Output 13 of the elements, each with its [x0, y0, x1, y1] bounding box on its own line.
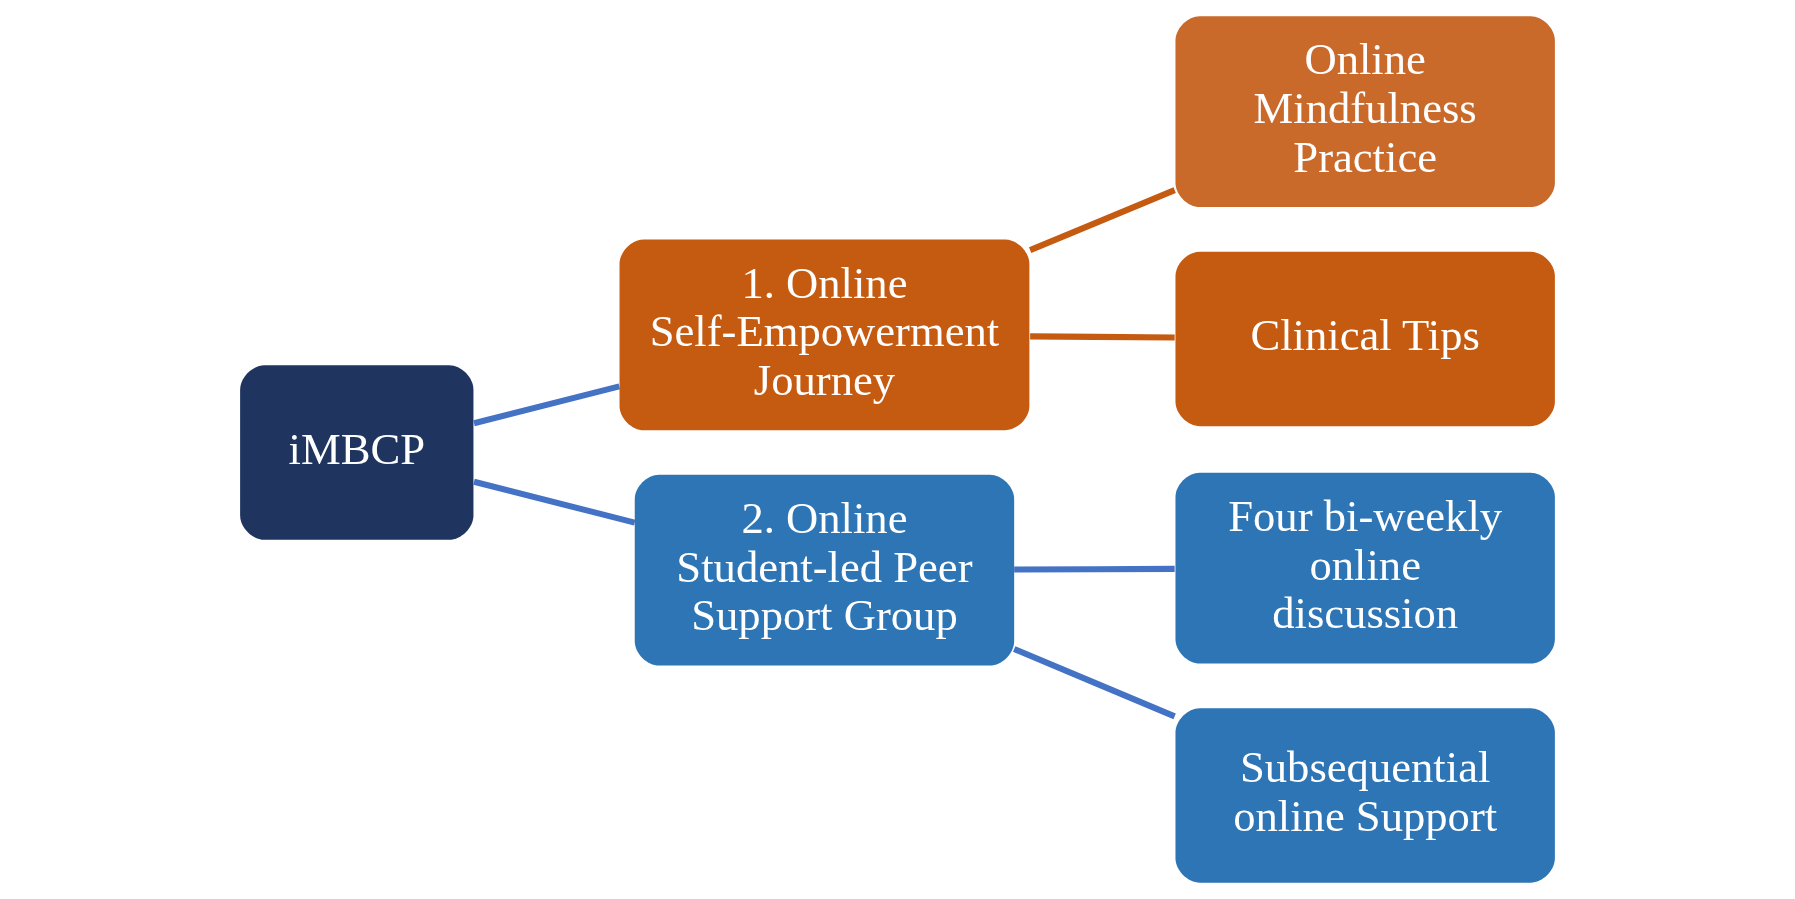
node-box: Clinical Tips	[1175, 251, 1555, 427]
connector	[1028, 187, 1176, 253]
connector	[473, 478, 636, 526]
connector	[1013, 646, 1176, 720]
node-box: Online Mindfulness Practice	[1175, 16, 1555, 208]
node-box: Subsequential online Support	[1175, 708, 1555, 883]
node-box: 2. Online Student-led Peer Support Group	[634, 474, 1015, 666]
connector	[1014, 565, 1175, 573]
node-box: iMBCP	[240, 365, 474, 540]
connector	[473, 383, 621, 427]
connector	[1030, 333, 1175, 341]
node-box: 1. Online Self-Empowerment Journey	[619, 239, 1030, 431]
node-box: Four bi-weekly online discussion	[1175, 472, 1555, 664]
